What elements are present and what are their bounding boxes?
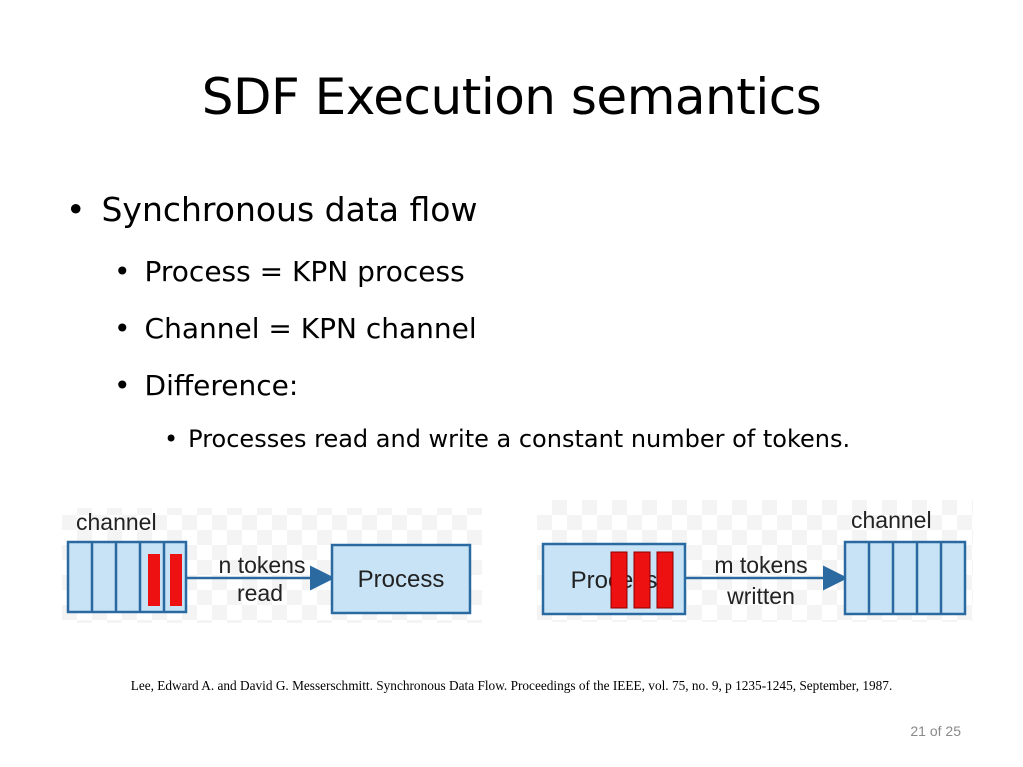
arrow-label-tokens: m tokens bbox=[714, 552, 807, 578]
bullet-processes-read-write: • Processes read and write a constant num… bbox=[164, 425, 850, 453]
bullet-dot: • bbox=[114, 369, 131, 402]
diagram-read: channel n tokens read Process bbox=[62, 508, 482, 623]
arrow-label-written: written bbox=[726, 583, 795, 609]
citation: Lee, Edward A. and David G. Messerschmit… bbox=[130, 678, 893, 693]
bullet-dot: • bbox=[114, 255, 131, 288]
bullet-text: Channel = KPN channel bbox=[144, 312, 477, 345]
page-number: 21 of 25 bbox=[910, 723, 961, 739]
bullet-dot: • bbox=[114, 312, 131, 345]
bullet-text: Processes read and write a constant numb… bbox=[188, 425, 851, 453]
bullet-text: Synchronous data flow bbox=[101, 190, 478, 229]
output-tokens bbox=[610, 551, 674, 609]
diagram-write: Process m tokens written channel bbox=[537, 500, 973, 622]
token bbox=[633, 551, 651, 609]
bullet-dot: • bbox=[164, 425, 179, 453]
bullet-synchronous-data-flow: • Synchronous data flow bbox=[66, 190, 477, 229]
bullet-process: • Process = KPN process bbox=[114, 255, 465, 288]
bullet-text: Process = KPN process bbox=[144, 255, 465, 288]
bullet-channel: • Channel = KPN channel bbox=[114, 312, 477, 345]
token bbox=[170, 554, 182, 606]
channel-queue bbox=[66, 540, 188, 614]
slide-title: SDF Execution semantics bbox=[201, 68, 822, 126]
process-label: Process bbox=[358, 566, 445, 593]
channel-queue bbox=[843, 540, 967, 616]
bullet-dot: • bbox=[66, 190, 86, 229]
channel-label: channel bbox=[851, 507, 932, 533]
token bbox=[610, 551, 628, 609]
channel-label: channel bbox=[76, 509, 157, 535]
arrow-label-read: read bbox=[237, 580, 283, 606]
token bbox=[656, 551, 674, 609]
bullet-text: Difference: bbox=[144, 369, 299, 402]
arrow-label-tokens: n tokens bbox=[219, 552, 306, 578]
token bbox=[148, 554, 160, 606]
process-box bbox=[330, 543, 472, 615]
bullet-difference: • Difference: bbox=[114, 369, 298, 402]
